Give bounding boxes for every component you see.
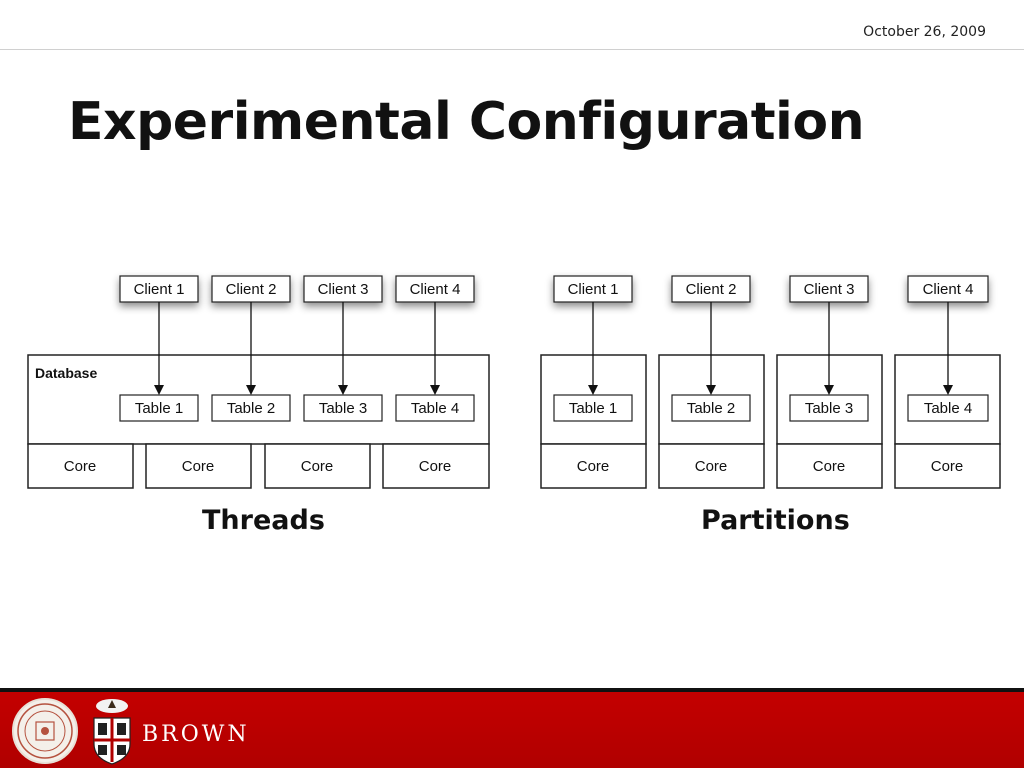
partitions-client-1: Client 1: [553, 275, 633, 303]
partitions-core-4-label: Core: [931, 458, 964, 475]
partitions-core-2-label: Core: [695, 458, 728, 475]
threads-caption: Threads: [202, 505, 325, 536]
threads-client-3: Client 3: [303, 275, 383, 303]
partitions-table-1-label: Table 1: [569, 400, 617, 417]
partitions-client-4-label: Client 4: [923, 281, 974, 298]
threads-diagram: Database Client 1 Client 2 Client 3 Clie…: [27, 275, 490, 489]
threads-table-1: Table 1: [119, 394, 199, 422]
partitions-core-2: Core: [658, 443, 765, 489]
threads-client-1-label: Client 1: [134, 281, 185, 298]
threads-core-2-label: Core: [182, 458, 215, 475]
partitions-core-1-label: Core: [577, 458, 610, 475]
partitions-client-3-label: Client 3: [804, 281, 855, 298]
brown-shield-icon: [90, 696, 134, 766]
threads-table-4: Table 4: [395, 394, 475, 422]
partitions-table-1: Table 1: [553, 394, 633, 422]
threads-table-2: Table 2: [211, 394, 291, 422]
partitions-core-3-label: Core: [813, 458, 846, 475]
partitions-core-3: Core: [776, 443, 883, 489]
threads-core-3-label: Core: [301, 458, 334, 475]
header-divider: [0, 49, 1024, 50]
threads-table-4-label: Table 4: [411, 400, 459, 417]
threads-table-2-label: Table 2: [227, 400, 275, 417]
university-seal-icon: [12, 698, 78, 764]
footer-bar: BROWN: [0, 688, 1024, 768]
slide-title: Experimental Configuration: [68, 92, 865, 152]
threads-client-2: Client 2: [211, 275, 291, 303]
partitions-table-3-label: Table 3: [805, 400, 853, 417]
partitions-table-2: Table 2: [671, 394, 751, 422]
partitions-table-4: Table 4: [907, 394, 989, 422]
partitions-table-3: Table 3: [789, 394, 869, 422]
configuration-diagram: Database Client 1 Client 2 Client 3 Clie…: [27, 275, 1001, 489]
threads-table-1-label: Table 1: [135, 400, 183, 417]
threads-core-2: Core: [145, 443, 252, 489]
partitions-core-4: Core: [894, 443, 1001, 489]
threads-client-4: Client 4: [395, 275, 475, 303]
threads-client-2-label: Client 2: [226, 281, 277, 298]
partitions-client-1-label: Client 1: [568, 281, 619, 298]
threads-core-1-label: Core: [64, 458, 97, 475]
partitions-core-1: Core: [540, 443, 647, 489]
threads-core-4-label: Core: [419, 458, 452, 475]
partitions-client-2: Client 2: [671, 275, 751, 303]
threads-core-4: Core: [382, 443, 490, 489]
threads-client-3-label: Client 3: [318, 281, 369, 298]
partitions-diagram: Client 1 Client 2 Client 3 Client 4 Tabl…: [540, 275, 1001, 489]
partitions-table-2-label: Table 2: [687, 400, 735, 417]
threads-table-3-label: Table 3: [319, 400, 367, 417]
threads-table-3: Table 3: [303, 394, 383, 422]
partitions-client-2-label: Client 2: [686, 281, 737, 298]
partitions-client-4: Client 4: [907, 275, 989, 303]
partitions-table-4-label: Table 4: [924, 400, 972, 417]
threads-client-4-label: Client 4: [410, 281, 461, 298]
brand-wordmark: BROWN: [142, 722, 250, 747]
threads-core-3: Core: [264, 443, 371, 489]
slide-date: October 26, 2009: [863, 24, 986, 40]
partitions-caption: Partitions: [701, 505, 850, 536]
threads-database-label: Database: [35, 365, 97, 381]
partitions-client-3: Client 3: [789, 275, 869, 303]
threads-client-1: Client 1: [119, 275, 199, 303]
threads-core-1: Core: [27, 443, 134, 489]
